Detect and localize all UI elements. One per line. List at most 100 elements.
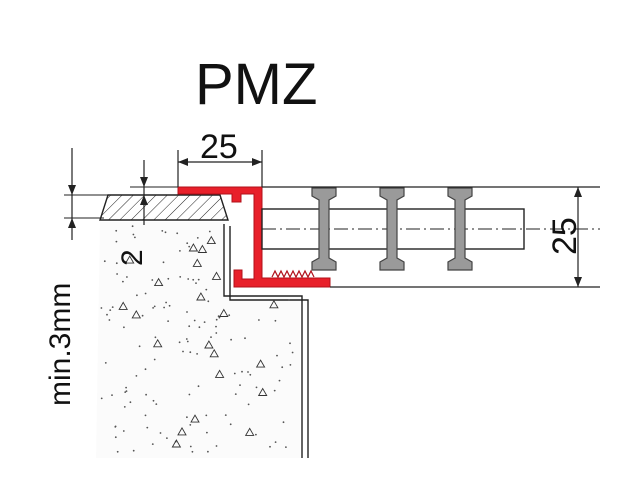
aggregate-dot xyxy=(241,370,243,373)
aggregate-dot xyxy=(163,306,166,309)
dimension-min-gap xyxy=(64,148,180,240)
aggregate-dot xyxy=(210,336,212,338)
aggregate-dot xyxy=(244,337,246,340)
aggregate-dot xyxy=(186,242,189,245)
aggregate-dot xyxy=(155,403,158,405)
aggregate-stone xyxy=(196,292,206,301)
aggregate-dot xyxy=(115,240,118,243)
aggregate-dot xyxy=(100,397,103,400)
aggregate-dot xyxy=(179,276,182,278)
aggregate-dot xyxy=(135,375,138,377)
aggregate-dot xyxy=(125,390,128,392)
aggregate-dot xyxy=(124,391,127,393)
aggregate-dot xyxy=(115,229,118,232)
aggregate-stone xyxy=(197,244,208,253)
aggregate-dot xyxy=(207,450,209,453)
aggregate-stone xyxy=(257,387,268,396)
bearing-bars xyxy=(311,187,473,271)
aggregate-dot xyxy=(203,321,206,323)
aggregate-dot xyxy=(186,311,188,313)
aggregate-dot xyxy=(161,230,164,232)
aggregate-dot xyxy=(247,371,249,373)
aggregate-stone xyxy=(211,271,222,280)
aggregate-stone xyxy=(152,338,163,348)
aggregate-dot xyxy=(114,436,117,439)
aggregate-dot xyxy=(229,423,232,426)
dimension-top-width-label: 25 xyxy=(200,128,238,166)
aggregate-stone xyxy=(131,309,142,319)
aggregate-dot xyxy=(111,306,114,308)
aggregate-dot xyxy=(129,401,132,404)
aggregate-dot xyxy=(186,416,188,419)
aggregate-stone xyxy=(255,359,266,368)
aggregate-dot xyxy=(217,315,220,318)
aggregate-dot xyxy=(215,325,217,328)
aggregate-dot xyxy=(132,233,135,236)
bearing-bar xyxy=(311,187,337,271)
aggregate-dot xyxy=(234,393,237,395)
aggregate-dot xyxy=(195,282,197,284)
aggregate-dot xyxy=(154,336,157,339)
aggregate-dot xyxy=(278,379,281,382)
dimension-thickness-label: 2 xyxy=(116,249,149,266)
aggregate-stone xyxy=(269,299,279,309)
aggregate-dot xyxy=(189,351,192,354)
aggregate-dot xyxy=(144,292,147,295)
aggregate-dot xyxy=(188,393,191,396)
aggregate-dot xyxy=(198,326,201,329)
aggregate-dot xyxy=(162,261,165,264)
aggregate-dot xyxy=(115,262,118,265)
aggregate-stone xyxy=(188,243,199,252)
aggregate-dot xyxy=(182,350,184,353)
aggregate-stone xyxy=(190,414,200,423)
aggregate-dot xyxy=(111,394,113,396)
dimension-min-gap-label: min.3mm xyxy=(44,283,77,406)
aggregate-dot xyxy=(215,318,218,321)
aggregate-dot xyxy=(116,273,118,275)
aggregate-dot xyxy=(274,441,277,443)
aggregate-dot xyxy=(255,386,258,389)
aggregate-dot xyxy=(291,351,294,354)
aggregate-dot xyxy=(109,309,112,311)
aggregate-dot xyxy=(285,446,287,448)
aggregate-dot xyxy=(274,319,277,322)
aggregate-dot xyxy=(258,319,260,321)
aggregate-dot xyxy=(166,437,168,439)
aggregate-dot xyxy=(205,288,208,291)
aggregate-dot xyxy=(114,426,117,428)
aggregate-dot xyxy=(228,314,231,317)
aggregate-dot xyxy=(145,393,148,396)
aggregate-dot xyxy=(152,399,155,402)
aggregate-dot xyxy=(205,414,208,417)
aggregate-dot xyxy=(192,278,195,281)
aggregate-dot xyxy=(116,450,119,453)
aggregate-stone xyxy=(214,369,225,378)
aggregate-dot xyxy=(106,313,108,316)
aggregate-dot xyxy=(247,403,250,406)
aggregate-dot xyxy=(197,278,200,281)
aggregate-dot xyxy=(134,236,136,239)
aggregate-stone xyxy=(153,277,164,287)
aggregate-dot xyxy=(176,232,179,235)
concrete-aggregate-dots xyxy=(100,225,294,453)
aggregate-dot xyxy=(224,414,227,416)
aggregate-stone xyxy=(124,255,135,264)
aggregate-stone xyxy=(204,340,214,349)
aggregate-dot xyxy=(152,307,155,309)
aggregate-dot xyxy=(255,433,257,436)
aggregate-dot xyxy=(100,307,103,309)
aggregate-dot xyxy=(289,342,291,345)
aggregate-dot xyxy=(273,389,276,392)
diagram-title: PMZ xyxy=(195,52,317,117)
aggregate-dot xyxy=(178,341,181,344)
tile-section xyxy=(99,194,229,221)
aggregate-dot xyxy=(188,245,191,248)
aggregate-dot xyxy=(144,414,147,417)
aggregate-dot xyxy=(138,345,141,348)
aggregate-dot xyxy=(151,443,154,445)
aggregate-dot xyxy=(186,340,189,343)
profile-serration xyxy=(271,269,315,279)
aggregate-dot xyxy=(159,432,162,434)
aggregate-dot xyxy=(197,385,200,388)
aggregate-dot xyxy=(230,338,233,341)
